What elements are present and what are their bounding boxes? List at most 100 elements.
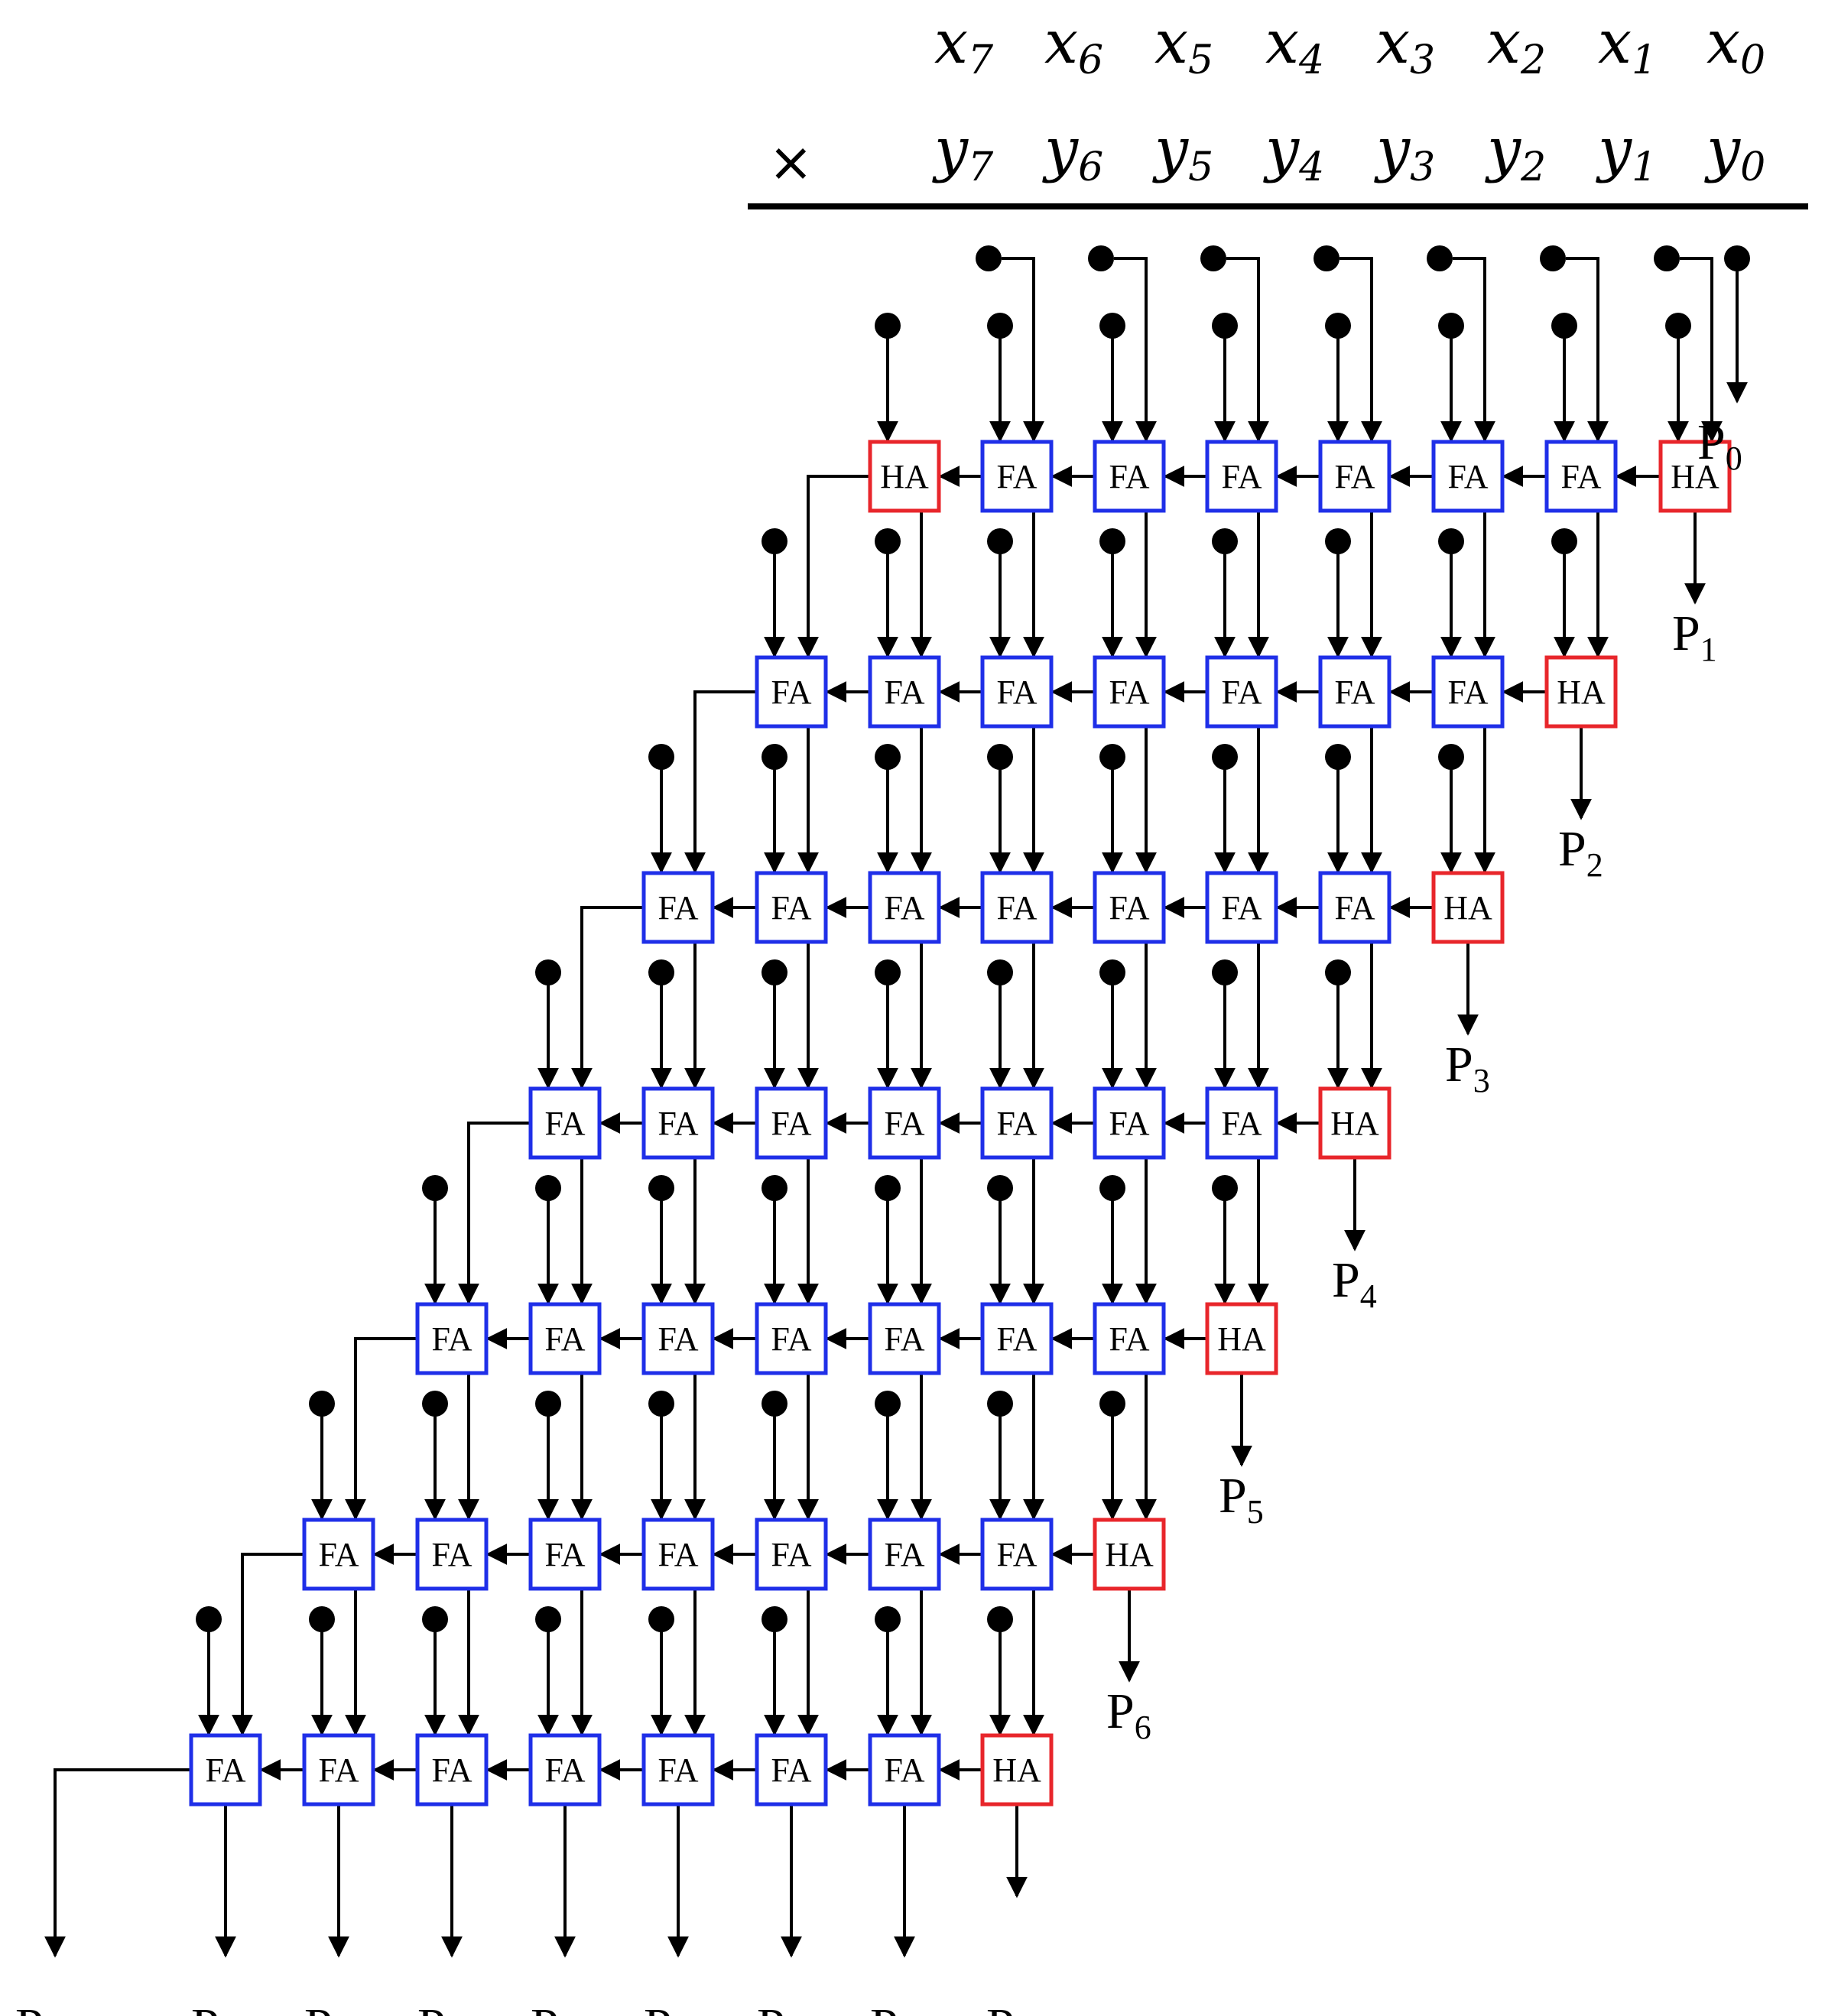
full-adder-box [868, 1302, 941, 1375]
full-adder-cell: FA [1093, 1302, 1166, 1375]
adder-label: HA [1105, 1536, 1154, 1573]
multiplicand-bit-x0: x0 [1706, 8, 1765, 83]
full-adder-cell: FA [1544, 440, 1618, 513]
partial-product-input-wire [1226, 257, 1269, 443]
adder-label: FA [997, 889, 1038, 927]
partial-product-dot [987, 528, 1013, 554]
multiplicand-bit-x7: x7 [934, 8, 994, 83]
adder-label: FA [1448, 458, 1489, 495]
full-adder-cell: FA [1093, 655, 1166, 729]
full-adder-box [980, 440, 1054, 513]
adder-label: FA [1222, 889, 1262, 927]
adder-label: HA [1557, 674, 1606, 711]
multiplicand-bit-x5: x5 [1154, 8, 1213, 83]
full-adder-box [1318, 440, 1391, 513]
full-adder-box [1093, 871, 1166, 944]
adder-label: FA [545, 1751, 586, 1789]
adder-label: FA [1335, 458, 1375, 495]
full-adder-cell: FA [641, 1086, 715, 1160]
full-adder-box [755, 1086, 828, 1160]
half-adder-box [1431, 871, 1505, 944]
operand-index: 5 [1188, 37, 1213, 83]
partial-product-dot [1212, 1175, 1238, 1201]
operand-letter: x [1598, 8, 1632, 77]
partial-product-dot [1438, 313, 1464, 339]
product-label-p8: P8 [870, 1998, 915, 2016]
carry-wrap-wire [232, 1553, 304, 1736]
adder-label: FA [1109, 1320, 1150, 1358]
full-adder-box [1205, 440, 1278, 513]
full-adder-cell: FA [1205, 871, 1278, 944]
full-adder-box [1318, 655, 1391, 729]
product-label-p11: P11 [531, 1998, 591, 2016]
full-adder-cell: FA [528, 1518, 602, 1591]
partial-product-dot [875, 1606, 901, 1632]
product-label-p15: P15 [15, 1998, 77, 2016]
carry-wrap-wire [684, 690, 757, 874]
partial-product-dot [648, 1606, 674, 1632]
full-adder-box [189, 1733, 262, 1807]
product-label-p3: P3 [1445, 1037, 1490, 1099]
partial-product-dot [648, 744, 674, 770]
full-adder-box [868, 1086, 941, 1160]
full-adder-box [528, 1733, 602, 1807]
partial-product-dot [1212, 744, 1238, 770]
adder-label: FA [432, 1751, 472, 1789]
full-adder-cell: FA [755, 1518, 828, 1591]
adder-label: FA [771, 1536, 812, 1573]
half-adder-cell: HA [1205, 1302, 1278, 1375]
product-index: 2 [1586, 846, 1603, 884]
partial-product-input-wire [1114, 257, 1157, 443]
full-adder-box [980, 871, 1054, 944]
product-letter: P [1445, 1037, 1473, 1092]
full-adder-cell: FA [415, 1733, 489, 1807]
partial-product-dot [422, 1175, 448, 1201]
partial-product-dot [1427, 245, 1453, 271]
multiplier-bit-y0: y0 [1704, 115, 1765, 190]
full-adder-cell: FA [641, 1733, 715, 1807]
operand-letter: y [1152, 115, 1189, 184]
partial-product-dot [1099, 1175, 1125, 1201]
operand-letter: y [1596, 115, 1632, 184]
partial-product-dot [1099, 744, 1125, 770]
partial-product-dot [422, 1606, 448, 1632]
full-adder-box [755, 655, 828, 729]
full-adder-cell: FA [868, 871, 941, 944]
partial-product-dot [1438, 744, 1464, 770]
adder-label: FA [206, 1751, 246, 1789]
product-label-p7: P7 [986, 1998, 1031, 2016]
adder-label: HA [1217, 1320, 1266, 1358]
partial-product-dot [762, 744, 787, 770]
full-adder-cell: FA [755, 655, 828, 729]
product-label-p10: P10 [644, 1998, 706, 2016]
full-adder-box [641, 1302, 715, 1375]
adder-label: FA [658, 889, 699, 927]
half-adder-cell: HA [1318, 1086, 1391, 1160]
adder-label: FA [771, 1105, 812, 1142]
full-adder-cell: FA [755, 871, 828, 944]
adder-label: FA [432, 1320, 472, 1358]
carry-wrap-wire [458, 1122, 531, 1305]
full-adder-box [755, 1733, 828, 1807]
adder-label: FA [997, 1536, 1038, 1573]
full-adder-cell: FA [641, 1518, 715, 1591]
partial-product-dot [987, 1606, 1013, 1632]
operand-index: 6 [1078, 37, 1103, 83]
adder-label: HA [1330, 1105, 1379, 1142]
partial-product-input-wire [1002, 257, 1044, 443]
full-adder-box [641, 1086, 715, 1160]
operand-index: 2 [1520, 144, 1546, 190]
operand-index: 4 [1298, 144, 1324, 190]
adder-label: FA [319, 1536, 359, 1573]
operand-index: 0 [1740, 144, 1765, 190]
full-adder-cell: FA [1093, 1086, 1166, 1160]
operand-index: 1 [1632, 37, 1657, 83]
partial-product-dot [1665, 313, 1691, 339]
partial-product-dot [1212, 528, 1238, 554]
partial-product-dot [875, 959, 901, 985]
partial-product-dot [1325, 528, 1351, 554]
adder-label: FA [658, 1320, 699, 1358]
adder-label: FA [771, 1320, 812, 1358]
full-adder-cell: FA [415, 1518, 489, 1591]
adder-label: FA [319, 1751, 359, 1789]
